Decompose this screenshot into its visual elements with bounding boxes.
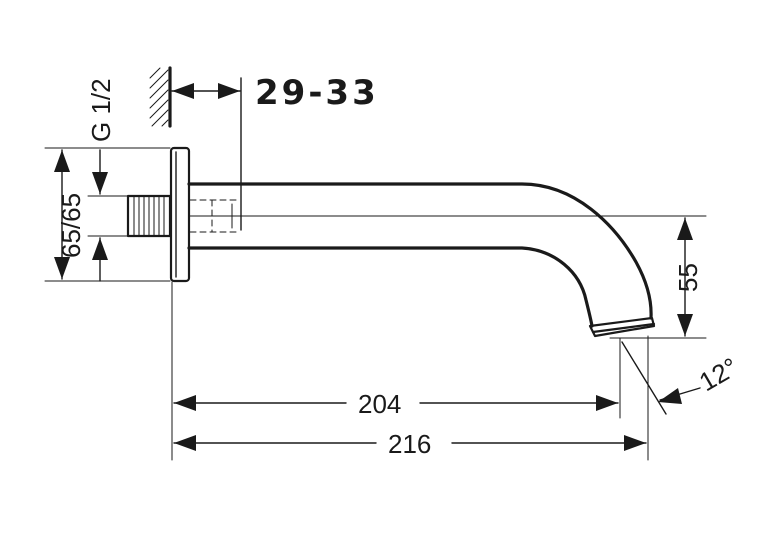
rosette-label: 65/65 bbox=[56, 193, 86, 258]
rosette-dimension: 65/65 bbox=[54, 149, 86, 280]
wall-distance-label: 29-33 bbox=[255, 73, 379, 113]
thread-connector bbox=[126, 194, 172, 238]
thread-label: G 1/2 bbox=[86, 78, 116, 142]
wall-distance-dimension: 29-33 bbox=[171, 73, 379, 231]
outlet-length-dimension: 204 bbox=[173, 389, 619, 419]
bottom-extension-lines bbox=[171, 281, 649, 461]
spout-body bbox=[187, 182, 656, 338]
angle-label: 12° bbox=[694, 352, 743, 398]
total-length-dimension: 216 bbox=[173, 429, 647, 459]
left-extension-lines bbox=[44, 147, 171, 282]
outlet-length-label: 204 bbox=[358, 389, 401, 419]
height-label: 55 bbox=[673, 263, 703, 292]
total-length-label: 216 bbox=[388, 429, 431, 459]
wall-hatch bbox=[149, 66, 172, 128]
height-dimension: 55 bbox=[609, 217, 707, 339]
rosette-flange bbox=[169, 146, 191, 283]
thread-dimension: G 1/2 bbox=[86, 78, 116, 282]
angle-dimension: 12° bbox=[621, 341, 743, 415]
